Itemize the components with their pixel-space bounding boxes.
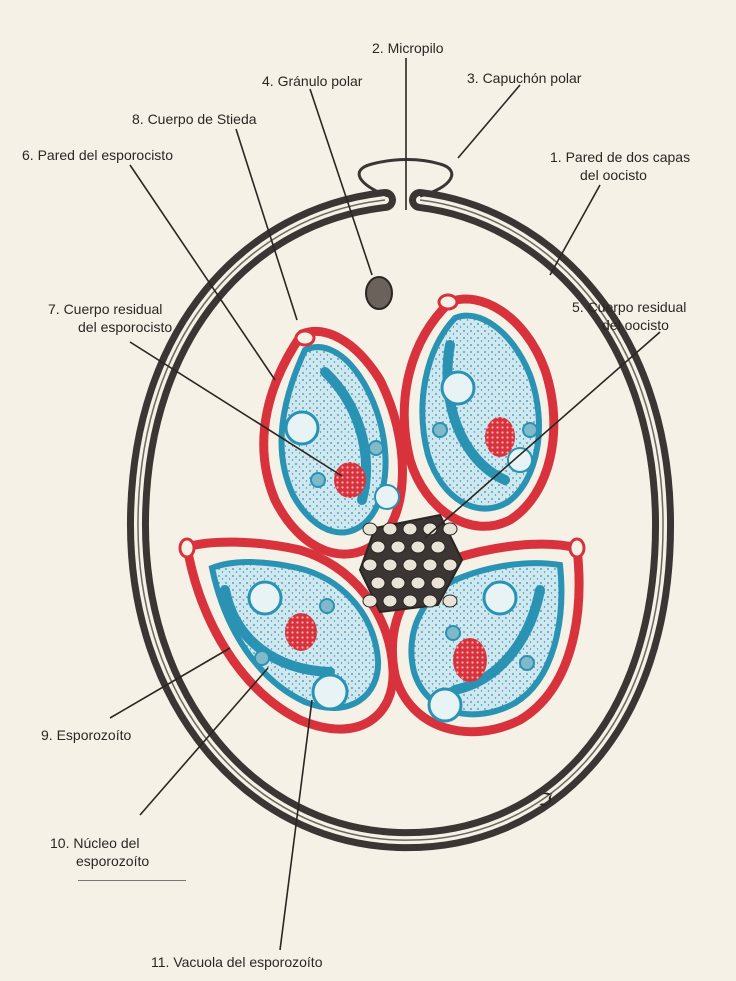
residual-granule — [371, 577, 385, 589]
label-oocyst-residual-line2: del oocisto — [572, 316, 686, 334]
label-sporocyst-wall-text: 6. Pared del esporocisto — [22, 146, 173, 164]
label-micropyle-text: 2. Micropilo — [372, 39, 444, 57]
residual-granule — [411, 541, 425, 553]
residual-granule — [403, 523, 417, 535]
residual-granule — [371, 541, 385, 553]
residual-granule — [431, 541, 445, 553]
label-polar-granule: 4. Gránulo polar — [262, 72, 362, 90]
label-sporocyst-residual-line1: 7. Cuerpo residual — [48, 300, 172, 318]
residual-granule — [363, 559, 377, 571]
label-polar-cap-text: 3. Capuchón polar — [467, 69, 581, 87]
label-sporozoite-nucleus-line1: 10. Núcleo del — [50, 834, 149, 852]
residual-granule — [403, 595, 417, 607]
artist-signature: ℑ — [538, 790, 551, 811]
label-oocyst-wall: 1. Pared de dos capas del oocisto — [550, 148, 690, 184]
label-sporocyst-residual: 7. Cuerpo residual del esporocisto — [48, 300, 172, 336]
label-oocyst-residual-line1: 5. Cuerpo residual — [572, 298, 686, 316]
residual-granule — [443, 559, 457, 571]
label-sporocyst-residual-line2: del esporocisto — [48, 318, 172, 336]
polar-granule — [366, 277, 392, 309]
residual-granule — [363, 523, 377, 535]
label-sporozoite-nucleus-line2: esporozoíto — [50, 852, 149, 870]
residual-granule — [443, 523, 457, 535]
label-oocyst-wall-line2: del oocisto — [550, 166, 690, 184]
label-oocyst-residual: 5. Cuerpo residual del oocisto — [572, 298, 686, 334]
residual-granule — [423, 595, 437, 607]
label-sporozoite-vacuole-text: 11. Vacuola del esporozoíto — [151, 953, 323, 971]
label-sporozoite-nucleus: 10. Núcleo del esporozoíto — [50, 834, 149, 870]
residual-granule — [363, 595, 377, 607]
label-stieda-body: 8. Cuerpo de Stieda — [132, 110, 257, 128]
residual-granule — [383, 523, 397, 535]
label-sporozoite: 9. Esporozoíto — [41, 726, 131, 744]
residual-granule — [431, 577, 445, 589]
label-stieda-body-text: 8. Cuerpo de Stieda — [132, 110, 257, 128]
oocyst-wall — [138, 200, 663, 840]
label-underline — [78, 880, 186, 881]
residual-granule — [391, 577, 405, 589]
residual-granule — [411, 577, 425, 589]
residual-granule — [391, 541, 405, 553]
label-sporocyst-wall: 6. Pared del esporocisto — [22, 146, 173, 164]
label-polar-granule-text: 4. Gránulo polar — [262, 72, 362, 90]
label-oocyst-wall-line1: 1. Pared de dos capas — [550, 148, 690, 166]
residual-granule — [423, 559, 437, 571]
residual-granule — [383, 559, 397, 571]
residual-granule — [383, 595, 397, 607]
residual-granule — [443, 595, 457, 607]
label-polar-cap: 3. Capuchón polar — [467, 69, 581, 87]
oocyst-residual-body — [360, 515, 462, 612]
label-sporozoite-text: 9. Esporozoíto — [41, 726, 131, 744]
label-sporozoite-vacuole: 11. Vacuola del esporozoíto — [151, 953, 323, 971]
label-micropyle: 2. Micropilo — [372, 39, 444, 57]
residual-granule — [403, 559, 417, 571]
